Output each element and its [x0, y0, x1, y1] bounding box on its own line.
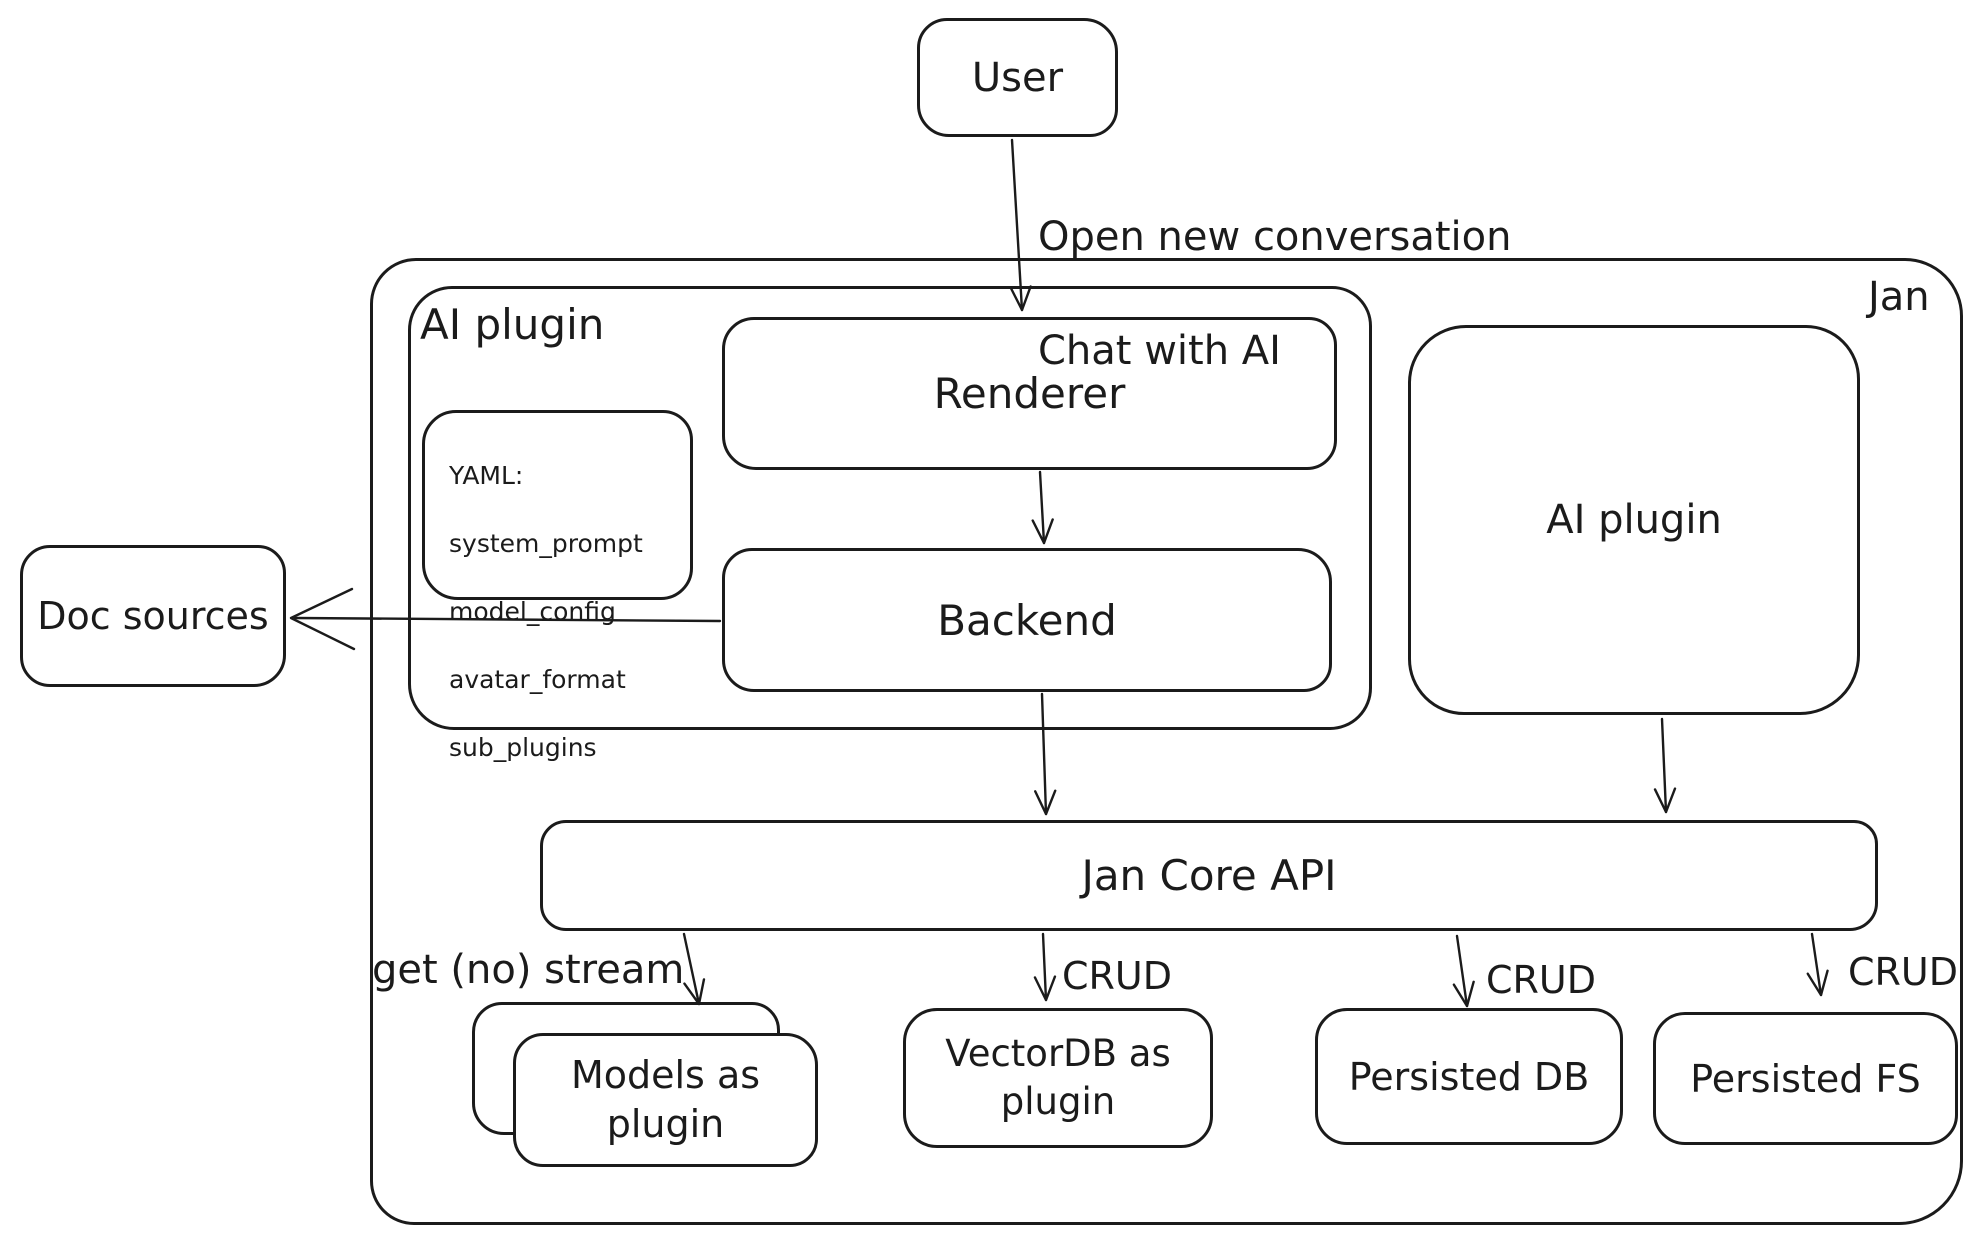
yaml-note-line: sub_plugins	[449, 733, 597, 762]
node-user: User	[917, 18, 1118, 137]
node-vectordb-as-plugin-label: VectorDB as plugin	[945, 1032, 1171, 1123]
node-doc-sources: Doc sources	[20, 545, 286, 687]
node-models-as-plugin: Models as plugin	[513, 1033, 818, 1167]
yaml-note-line: model_config	[449, 597, 616, 626]
node-persisted-db: Persisted DB	[1315, 1008, 1623, 1145]
node-ai-plugin-label: AI plugin	[1546, 497, 1722, 543]
edge-label-get-no-stream: get (no) stream	[372, 947, 685, 993]
node-renderer: Renderer	[722, 317, 1337, 470]
node-persisted-fs: Persisted FS	[1653, 1012, 1958, 1145]
edge-label-crud-persisted-fs: CRUD	[1848, 950, 1959, 994]
node-vectordb-as-plugin: VectorDB as plugin	[903, 1008, 1213, 1148]
edge-label-crud-vectordb: CRUD	[1062, 954, 1173, 998]
node-persisted-fs-label: Persisted FS	[1690, 1056, 1921, 1101]
jan-container-label: Jan	[1868, 274, 1930, 320]
yaml-note-line: YAML:	[449, 461, 524, 490]
node-models-as-plugin-label: Models as plugin	[570, 1053, 761, 1146]
edge-label-user-flow-line1: Open new conversation	[1038, 214, 1512, 260]
node-renderer-label: Renderer	[933, 369, 1126, 418]
yaml-note-line: avatar_format	[449, 665, 626, 694]
edge-label-user-flow-line2: Chat with AI	[1038, 328, 1281, 374]
node-persisted-db-label: Persisted DB	[1348, 1054, 1590, 1099]
node-jan-core-api: Jan Core API	[540, 820, 1878, 931]
edge-label-user-flow: Open new conversation Chat with AI	[1038, 152, 1511, 437]
node-backend-label: Backend	[937, 595, 1117, 645]
node-ai-plugin: AI plugin	[1408, 325, 1860, 715]
ai-plugin-container-label: AI plugin	[420, 300, 605, 349]
yaml-note-line: system_prompt	[449, 529, 643, 558]
edge-label-crud-persisted-db: CRUD	[1486, 958, 1597, 1002]
yaml-note: YAML: system_prompt model_config avatar_…	[422, 410, 693, 762]
arrow-backend-to-doc-sources-head	[289, 587, 356, 651]
node-doc-sources-label: Doc sources	[37, 594, 269, 638]
node-jan-core-api-label: Jan Core API	[1081, 851, 1337, 900]
node-backend: Backend	[722, 548, 1332, 692]
node-user-label: User	[971, 54, 1064, 101]
